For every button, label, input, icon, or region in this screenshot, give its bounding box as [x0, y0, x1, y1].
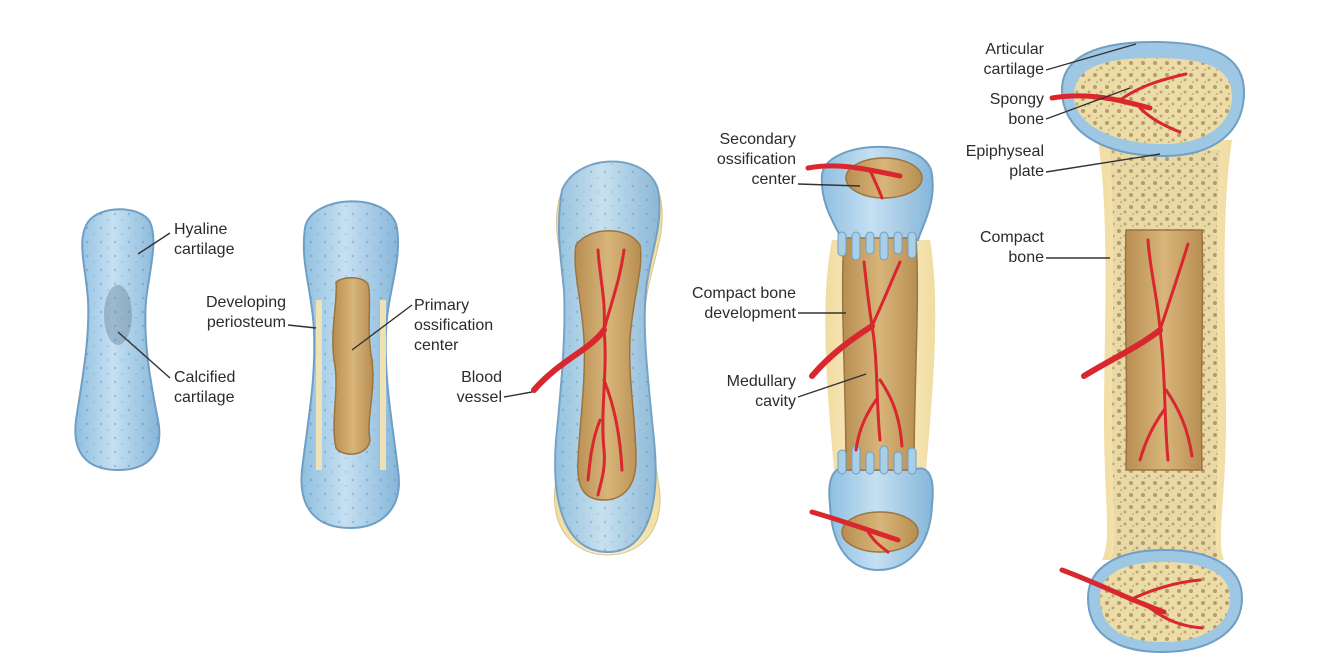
- stage-5-vessels: [1049, 72, 1204, 630]
- stage-3-vessels: [531, 248, 626, 497]
- stage-3-vascularization: [531, 160, 663, 556]
- secondary-ossification-top: [845, 157, 923, 199]
- stage-4-secondary-ossification: [805, 145, 936, 572]
- stage-1-cartilage-model: [74, 208, 161, 472]
- primary-ossification-region: [332, 277, 374, 455]
- medullary-region: [1124, 229, 1204, 471]
- stage-4-cartilage-columns: [837, 231, 917, 475]
- stage-4-vessels: [805, 163, 904, 554]
- leader-lines: [117, 43, 1161, 398]
- stage-2-primary-ossification: [300, 200, 400, 530]
- stage-5-mature-bone: [1049, 40, 1246, 654]
- calcified-cartilage-region: [104, 285, 132, 345]
